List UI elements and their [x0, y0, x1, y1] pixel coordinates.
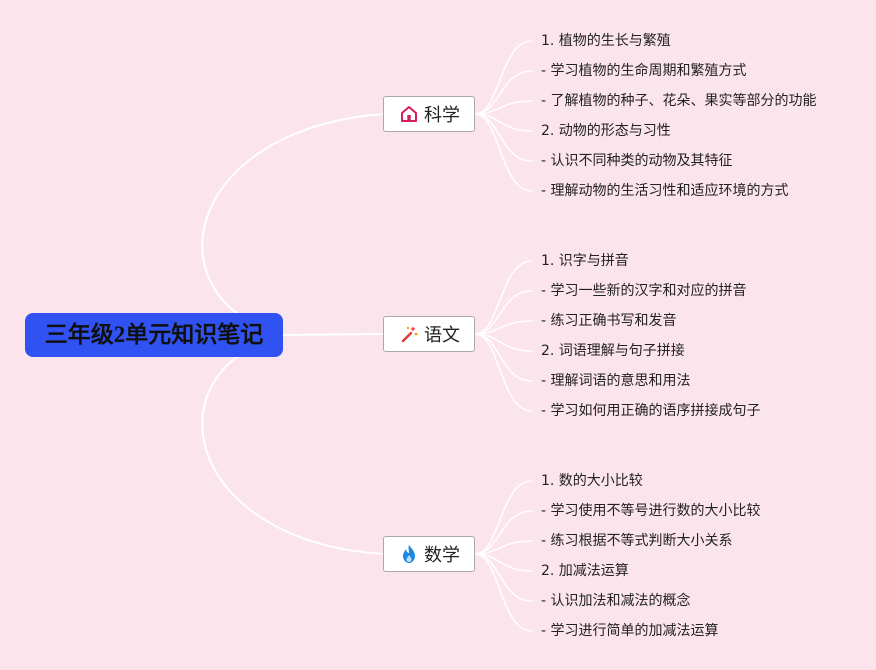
branch-label: 科学	[424, 105, 460, 126]
leaf-item: - 学习一些新的汉字和对应的拼音	[541, 283, 747, 299]
connector-line	[474, 290, 533, 335]
connector-line	[474, 553, 533, 602]
branch-node-science[interactable]: 科学	[383, 96, 475, 132]
connector-line	[474, 553, 533, 632]
connector-line	[474, 320, 533, 335]
leaf-item: 1. 数的大小比较	[541, 473, 643, 489]
connector-line	[474, 260, 533, 335]
branch-node-chinese[interactable]: 语文	[383, 316, 475, 352]
house-icon	[398, 103, 420, 125]
leaf-item: - 学习使用不等号进行数的大小比较	[541, 503, 761, 519]
root-node[interactable]: 三年级2单元知识笔记	[25, 313, 283, 357]
connector-line	[474, 100, 533, 115]
connector-line	[474, 333, 533, 382]
connector-line	[474, 113, 533, 162]
branch-node-math[interactable]: 数学	[383, 536, 475, 572]
connector-line	[201, 113, 384, 336]
leaf-item: - 认识加法和减法的概念	[541, 593, 691, 609]
leaf-item: - 练习根据不等式判断大小关系	[541, 533, 733, 549]
leaf-item: 2. 动物的形态与习性	[541, 123, 671, 139]
leaf-item: - 学习如何用正确的语序拼接成句子	[541, 403, 761, 419]
leaf-item: 2. 词语理解与句子拼接	[541, 343, 685, 359]
connector-line	[474, 40, 533, 115]
leaf-item: - 理解词语的意思和用法	[541, 373, 691, 389]
connector-line	[474, 113, 533, 192]
connector-line	[282, 333, 384, 336]
leaf-item: - 学习植物的生命周期和繁殖方式	[541, 63, 747, 79]
connector-line	[474, 70, 533, 115]
leaf-item: 1. 识字与拼音	[541, 253, 629, 269]
leaf-item: - 理解动物的生活习性和适应环境的方式	[541, 183, 789, 199]
leaf-item: - 学习进行简单的加减法运算	[541, 623, 719, 639]
connector-line	[201, 334, 384, 555]
branch-label: 数学	[424, 545, 460, 566]
connector-line	[474, 480, 533, 555]
connector-line	[474, 333, 533, 412]
root-label: 三年级2单元知识笔记	[44, 322, 264, 347]
connector-line	[474, 540, 533, 555]
leaf-item: - 练习正确书写和发音	[541, 313, 677, 329]
branch-label: 语文	[424, 325, 460, 346]
leaf-item: 2. 加减法运算	[541, 563, 629, 579]
connector-line	[474, 510, 533, 555]
flame-icon	[398, 543, 420, 565]
leaf-item: - 认识不同种类的动物及其特征	[541, 153, 733, 169]
magic-wand-icon	[398, 323, 420, 345]
leaf-item: - 了解植物的种子、花朵、果实等部分的功能	[541, 93, 817, 109]
leaf-item: 1. 植物的生长与繁殖	[541, 33, 671, 49]
